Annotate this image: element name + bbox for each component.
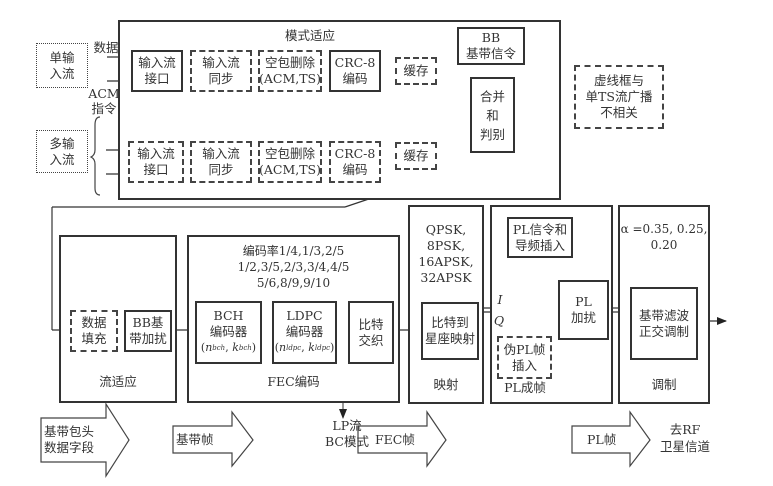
crc8-encoder-2: CRC-8 编码 bbox=[329, 141, 381, 183]
k-subscript: ldpc bbox=[314, 344, 330, 352]
pl-framing-title: PL成帧 bbox=[504, 380, 546, 395]
buffer-1: 缓存 bbox=[395, 57, 437, 85]
arrow-fec-frame-shape bbox=[357, 410, 447, 468]
null-packet-deletion-1: 空包删除 (ACM,TS) bbox=[258, 50, 322, 92]
crc8-encoder-1: CRC-8 编码 bbox=[329, 50, 381, 92]
acm-command-label: ACM 指令 bbox=[88, 86, 120, 116]
output-rf-satellite-channel: 去RF 卫星信道 bbox=[659, 422, 710, 454]
input-sync-2: 输入流 同步 bbox=[190, 141, 252, 183]
modulation-schemes: QPSK, 8PSK, 16APSK, 32APSK bbox=[418, 222, 474, 285]
arrow-pl-frame-label: PL帧 bbox=[587, 432, 617, 447]
arrow-bb-header-shape bbox=[40, 401, 130, 479]
fec-encoding-title: FEC编码 bbox=[267, 374, 320, 389]
baseband-filter-quadrature-modulation: 基带滤波 正交调制 bbox=[630, 287, 698, 360]
mode-adaptation-title: 模式适应 bbox=[284, 28, 335, 43]
ldpc-encoder-label: LDPC 编码器 bbox=[285, 308, 324, 339]
k-subscript: bch bbox=[238, 344, 252, 352]
arrow-pl-frame-shape bbox=[571, 410, 651, 468]
merger-slicer-block: 合并 和 判别 bbox=[470, 77, 515, 153]
data-label: 数据 bbox=[93, 40, 119, 55]
code-rates: 编码率1/4,1/3,2/5 1/2,3/5,2/3,3/4,4/5 5/6,8… bbox=[237, 244, 350, 290]
n-symbol: n bbox=[278, 341, 287, 354]
bit-to-constellation-mapper: 比特到 星座映射 bbox=[421, 302, 479, 360]
pl-signalling-pilot-insertion: PL信令和 导频插入 bbox=[507, 217, 573, 258]
q-channel-label: Q bbox=[493, 313, 505, 328]
multi-input-stream: 多输 入流 bbox=[36, 130, 88, 173]
k-symbol: k bbox=[308, 341, 315, 354]
dummy-pl-frame-insertion: 伪PL帧 插入 bbox=[497, 336, 552, 379]
n-symbol: n bbox=[205, 341, 213, 354]
arrow-fec-frame-label: FEC帧 bbox=[375, 432, 415, 447]
input-interface-1: 输入流 接口 bbox=[131, 50, 183, 92]
i-channel-label: I bbox=[497, 292, 503, 307]
lp-stream-bc-mode: LP流 BC模式 bbox=[325, 418, 369, 449]
pl-scrambler-block: PL 加扰 bbox=[558, 280, 609, 340]
arrow-bb-frame-label: 基带帧 bbox=[176, 432, 214, 447]
single-input-stream: 单输 入流 bbox=[36, 43, 88, 88]
n-subscript: bch bbox=[212, 344, 226, 352]
padding-block: 数据 填充 bbox=[70, 310, 118, 352]
bit-interleaver-block: 比特 交织 bbox=[348, 301, 394, 364]
null-packet-deletion-2: 空包删除 (ACM,TS) bbox=[258, 141, 322, 183]
dashed-box-note: 虚线框与 单TS流广播 不相关 bbox=[574, 65, 664, 129]
input-interface-2: 输入流 接口 bbox=[128, 141, 184, 183]
k-symbol: k bbox=[232, 341, 239, 354]
brace bbox=[89, 116, 101, 196]
bch-encoder-label: BCH 编码器 bbox=[209, 308, 248, 339]
arrow-bb-frame-shape bbox=[172, 410, 254, 468]
buffer-2: 缓存 bbox=[395, 142, 437, 170]
mapping-title: 映射 bbox=[433, 377, 459, 392]
modulation-title: 调制 bbox=[651, 377, 677, 392]
rolloff-factors: α =0.35, 0.25, 0.20 bbox=[620, 222, 708, 252]
input-sync-1: 输入流 同步 bbox=[190, 50, 252, 92]
bb-signalling-block: BB 基带信令 bbox=[457, 27, 525, 65]
stream-adaptation-title: 流适应 bbox=[99, 374, 137, 389]
n-subscript: ldpc bbox=[286, 344, 302, 352]
bb-scrambler-block: BB基 带加扰 bbox=[124, 310, 172, 352]
arrow-bb-header-label: 基带包头 数据字段 bbox=[44, 424, 95, 455]
